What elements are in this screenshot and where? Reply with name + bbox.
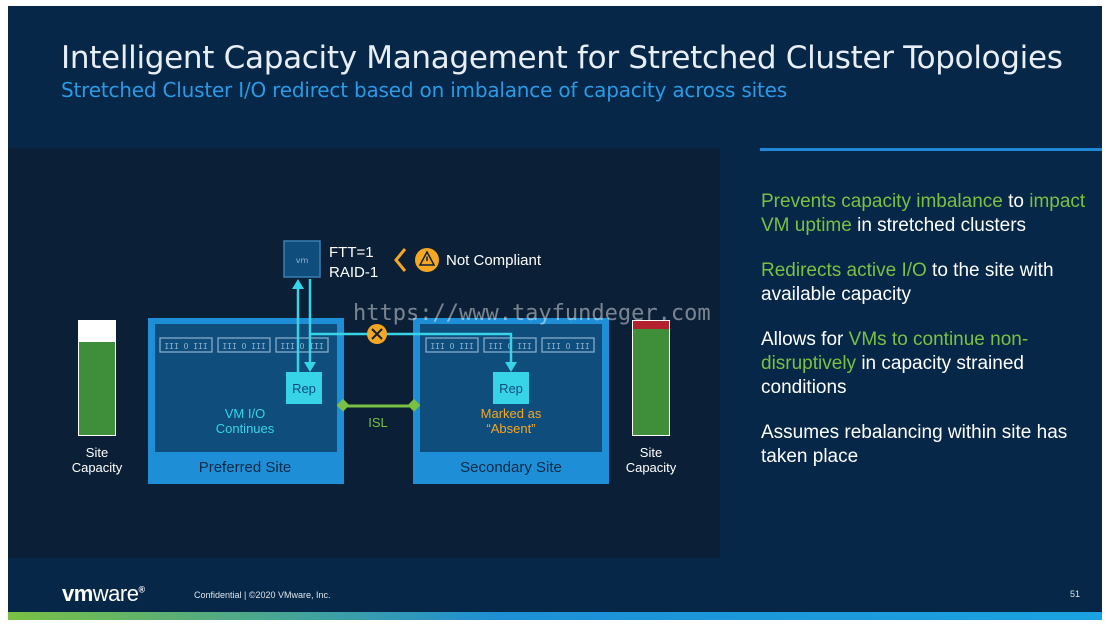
- host-server-icon: [159, 337, 213, 353]
- bullet-item: Redirects active I/O to the site with av…: [761, 259, 1091, 307]
- bullet-item: Assumes rebalancing within site has take…: [761, 421, 1091, 469]
- secondary-replica-label: Rep: [499, 381, 523, 396]
- bullet-highlight: VMs to continue non-disruptively: [761, 329, 1029, 374]
- preferred-site-name: Preferred Site: [199, 459, 292, 476]
- preferred-status-line1: VM I/O: [225, 406, 265, 421]
- diagram-svg: Site Capacity Site Capacity III O III II…: [72, 240, 711, 484]
- secondary-status-line2: “Absent”: [486, 421, 535, 436]
- bullet-item: Prevents capacity imbalance to impact VM…: [761, 190, 1091, 238]
- bullet-highlight: Prevents capacity imbalance: [761, 191, 1003, 212]
- bullet-text: to the site with available capacity: [761, 260, 1054, 305]
- blocked-io-x-mark: [371, 328, 383, 340]
- bullet-list: Prevents capacity imbalance to impact VM…: [761, 190, 1091, 490]
- slide-subtitle: Stretched Cluster I/O redirect based on …: [61, 78, 787, 102]
- policy-ftt: FTT=1: [329, 244, 374, 261]
- io-arrow-up-icon: [292, 279, 304, 289]
- logo-bold: vm: [62, 581, 93, 606]
- preferred-replica-box: [286, 372, 322, 404]
- host-server-icon: [425, 337, 479, 353]
- footer-confidential: Confidential | ©2020 VMware, Inc.: [194, 590, 331, 600]
- compliance-status: Not Compliant: [446, 252, 542, 269]
- page-number: 51: [1070, 589, 1081, 599]
- bullet-highlight: Redirects active I/O: [761, 260, 927, 281]
- host-server-label: III O III: [164, 342, 208, 351]
- host-server-label: III O III: [546, 342, 590, 351]
- secondary-replica-box: [493, 372, 529, 404]
- bullet-text: Allows for: [761, 329, 849, 350]
- preferred-replica-label: Rep: [292, 381, 316, 396]
- host-server-label: III O III: [280, 342, 324, 351]
- bullet-text: in capacity strained conditions: [761, 353, 1024, 398]
- io-arrow-down-icon: [304, 362, 316, 372]
- slide: Intelligent Capacity Management for Stre…: [8, 6, 1102, 620]
- secondary-site-name: Secondary Site: [460, 459, 562, 476]
- preferred-capacity-fill: [79, 342, 115, 435]
- isl-endpoint-right: [407, 398, 421, 412]
- policy-raid: RAID-1: [329, 264, 378, 281]
- watermark-text: https://www.tayfundeger.com: [353, 301, 711, 326]
- divider-rule: [760, 148, 1102, 151]
- vmware-logo: vmware®: [62, 581, 145, 607]
- chevron-left-icon: [394, 248, 407, 272]
- preferred-capacity-label-line1: Site: [86, 445, 108, 460]
- host-server-label: III O III: [430, 342, 474, 351]
- bullet-item: Allows for VMs to continue non-disruptiv…: [761, 328, 1091, 400]
- isl-endpoint-left: [336, 398, 350, 412]
- secondary-capacity-label-line1: Site: [640, 445, 662, 460]
- vm-icon: [283, 240, 321, 278]
- bullet-text: Assumes rebalancing within site has take…: [761, 422, 1068, 467]
- preferred-capacity-label-line2: Capacity: [72, 460, 123, 475]
- host-server-icon: [217, 337, 271, 353]
- host-server-label: III O III: [222, 342, 266, 351]
- bullet-text: to: [1002, 191, 1030, 212]
- footer-gradient-bar: [8, 612, 1102, 620]
- slide-title: Intelligent Capacity Management for Stre…: [61, 40, 1063, 76]
- secondary-capacity-label-line2: Capacity: [626, 460, 677, 475]
- preferred-status-line2: Continues: [216, 421, 275, 436]
- secondary-capacity-full-marker: [633, 321, 669, 329]
- secondary-capacity-fill: [633, 329, 669, 435]
- secondary-status-line1: Marked as: [481, 406, 542, 421]
- warning-triangle: [418, 250, 436, 266]
- bullet-highlight: impact VM uptime: [761, 191, 1086, 236]
- host-server-icon: [275, 337, 329, 353]
- logo-light: ware: [92, 581, 139, 606]
- host-server-icon: [541, 337, 595, 353]
- vm-icon-label: vm: [296, 256, 309, 265]
- logo-mark: ®: [138, 584, 145, 595]
- stretched-cluster-diagram: Site Capacity Site Capacity III O III II…: [8, 148, 720, 558]
- io-arrow-secondary-icon: [505, 362, 517, 372]
- isl-label: ISL: [368, 415, 388, 430]
- preferred-hosts: III O III III O III III O III: [159, 337, 329, 353]
- bullet-text: in stretched clusters: [851, 215, 1027, 236]
